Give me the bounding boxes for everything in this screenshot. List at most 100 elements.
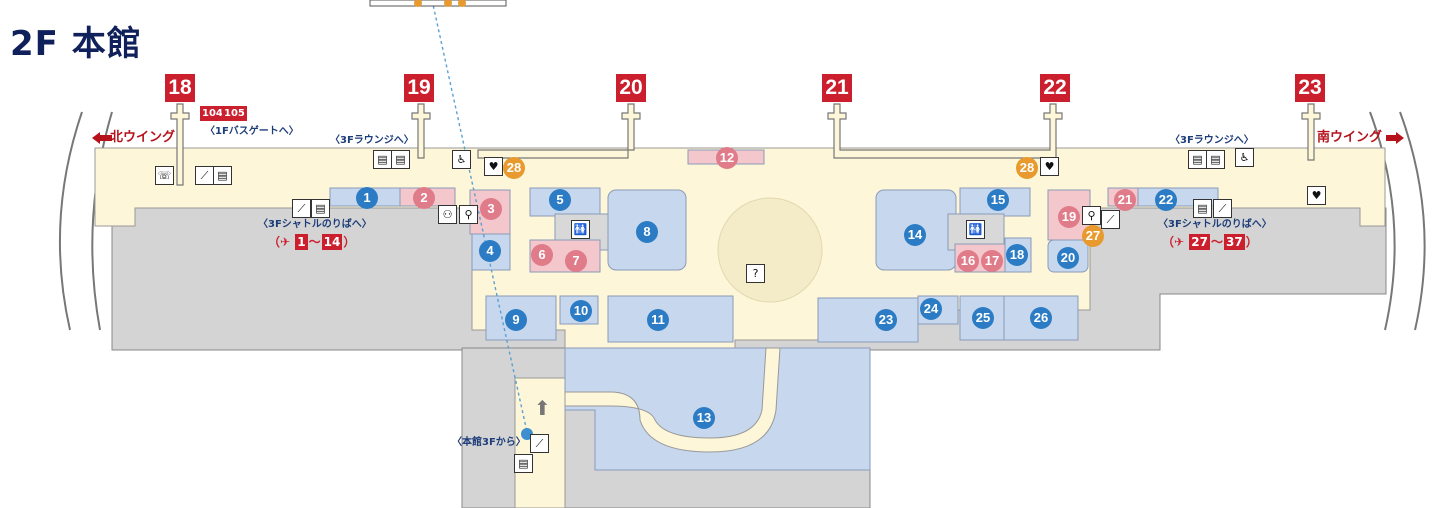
elevator-icon[interactable]: ▤	[1206, 150, 1225, 169]
pin-8[interactable]: 8	[636, 221, 658, 243]
gate-21-badge[interactable]: 21	[822, 74, 852, 102]
range-close: ）	[343, 235, 356, 249]
central-plaza	[717, 197, 823, 303]
lounge-note-left: 〈3Fラウンジへ〉	[330, 135, 414, 146]
gate-23-badge[interactable]: 23	[1295, 74, 1325, 102]
elevator-icon[interactable]: ▤	[373, 150, 392, 169]
pin-12[interactable]: 12	[716, 147, 738, 169]
pin-5[interactable]: 5	[549, 189, 571, 211]
pin-18[interactable]: 18	[1006, 244, 1028, 266]
aed-icon[interactable]: ♥	[1307, 186, 1326, 205]
pin-26[interactable]: 26	[1030, 307, 1052, 329]
shop-block-11	[607, 295, 734, 343]
pin-15[interactable]: 15	[987, 189, 1009, 211]
restroom-icon[interactable]: 🚻	[966, 220, 985, 239]
pin-19[interactable]: 19	[1058, 206, 1080, 228]
range-to: 14	[321, 234, 343, 250]
airplane-icon: ✈	[280, 235, 291, 249]
shuttle-note-right: 〈3Fシャトルのりばへ〉	[1158, 219, 1272, 230]
pin-17[interactable]: 17	[981, 250, 1003, 272]
info-icon[interactable]: ?	[746, 264, 765, 283]
right-wing-arc-inner	[1399, 111, 1426, 331]
pin-23[interactable]: 23	[875, 309, 897, 331]
bus-gate-105-label[interactable]: 105	[222, 106, 247, 121]
escalator-icon[interactable]: ⟋	[195, 166, 214, 185]
pin-6[interactable]: 6	[531, 244, 553, 266]
airplane-icon: ✈	[1174, 235, 1185, 249]
shop-block-25	[959, 295, 1005, 341]
connector-dotted-line	[431, 0, 528, 433]
wheelchair-icon[interactable]: ♿	[452, 150, 471, 169]
pin-9[interactable]: 9	[505, 309, 527, 331]
south-wing-label[interactable]: 南ウイング	[1317, 130, 1383, 145]
pin-25[interactable]: 25	[972, 307, 994, 329]
left-wing-arc	[58, 111, 83, 331]
pin-3[interactable]: 3	[480, 198, 502, 220]
pin-1[interactable]: 1	[356, 187, 378, 209]
range-sep: ～	[1210, 235, 1223, 249]
right-wing-arc	[1369, 111, 1396, 331]
pin-21[interactable]: 21	[1114, 189, 1136, 211]
gate-18-badge[interactable]: 18	[165, 74, 195, 102]
gate-20-badge[interactable]: 20	[616, 74, 646, 102]
north-wing-label[interactable]: 北ウイング	[110, 130, 176, 145]
shuttle-range-right: （✈ 27～37）	[1162, 234, 1258, 250]
escalator-icon[interactable]: ⟋	[530, 434, 549, 453]
pin-13[interactable]: 13	[693, 407, 715, 429]
aed-icon[interactable]: ♥	[484, 157, 503, 176]
pin-11[interactable]: 11	[647, 309, 669, 331]
pin-7[interactable]: 7	[565, 250, 587, 272]
floor-title: 2F 本館	[10, 24, 142, 64]
north-wing-arrow	[92, 132, 112, 144]
escalator-icon[interactable]: ⟋	[1101, 210, 1120, 229]
range-open: （	[1162, 235, 1175, 249]
gate-19-badge[interactable]: 19	[404, 74, 434, 102]
curved-corridor	[564, 347, 781, 453]
bus-gate-104-label[interactable]: 104	[200, 106, 225, 121]
escalator-icon[interactable]: ⟋	[1213, 199, 1232, 218]
pin-20[interactable]: 20	[1057, 247, 1079, 269]
elevator-icon[interactable]: ▤	[514, 454, 533, 473]
up-arrow-icon: ⬆	[534, 396, 551, 420]
pin-10[interactable]: 10	[570, 300, 592, 322]
elevator-icon[interactable]: ▤	[1193, 199, 1212, 218]
stairs-icon[interactable]: ▤	[1188, 150, 1207, 169]
shuttle-range-left: （✈ 1～14）	[268, 234, 355, 250]
range-from: 1	[295, 234, 308, 250]
wheelchair-icon[interactable]: ♿	[1235, 148, 1254, 167]
shop-block-23	[817, 297, 919, 343]
range-close: ）	[1245, 235, 1258, 249]
pin-14[interactable]: 14	[904, 224, 926, 246]
nursing-icon[interactable]: ⚲	[1082, 206, 1101, 225]
phone-icon[interactable]: ☏	[155, 166, 174, 185]
pin-22[interactable]: 22	[1155, 189, 1177, 211]
range-from: 27	[1189, 234, 1210, 250]
gate-22-badge[interactable]: 22	[1040, 74, 1070, 102]
range-to: 37	[1223, 234, 1245, 250]
south-wing-arrow	[1386, 132, 1404, 144]
lounge-note-right: 〈3Fラウンジへ〉	[1170, 135, 1254, 146]
aed-icon[interactable]: ♥	[1040, 157, 1059, 176]
nursing-icon[interactable]: ⚲	[459, 205, 478, 224]
shop-block-13	[564, 347, 871, 471]
pin-28-right[interactable]: 28	[1016, 157, 1038, 179]
pin-16[interactable]: 16	[957, 250, 979, 272]
boarding-bridges	[170, 103, 1321, 186]
shuttle-note-left: 〈3Fシャトルのりばへ〉	[258, 219, 372, 230]
elevator-icon[interactable]: ▤	[311, 199, 330, 218]
restroom-icon[interactable]: 🚻	[571, 220, 590, 239]
pin-2[interactable]: 2	[413, 187, 435, 209]
pin-27[interactable]: 27	[1082, 225, 1104, 247]
elevator-icon[interactable]: ▤	[213, 166, 232, 185]
baby-care-icon[interactable]: ⚇	[438, 205, 457, 224]
pin-24[interactable]: 24	[920, 298, 942, 320]
escalator-icon[interactable]: ⟋	[292, 199, 311, 218]
range-open: （	[268, 235, 281, 249]
stairs-icon[interactable]: ▤	[391, 150, 410, 169]
range-sep: ～	[308, 235, 321, 249]
pin-28-left[interactable]: 28	[503, 157, 525, 179]
bus-gate-note: 〈1Fバスゲートへ〉	[205, 126, 299, 137]
pin-4[interactable]: 4	[479, 240, 501, 262]
